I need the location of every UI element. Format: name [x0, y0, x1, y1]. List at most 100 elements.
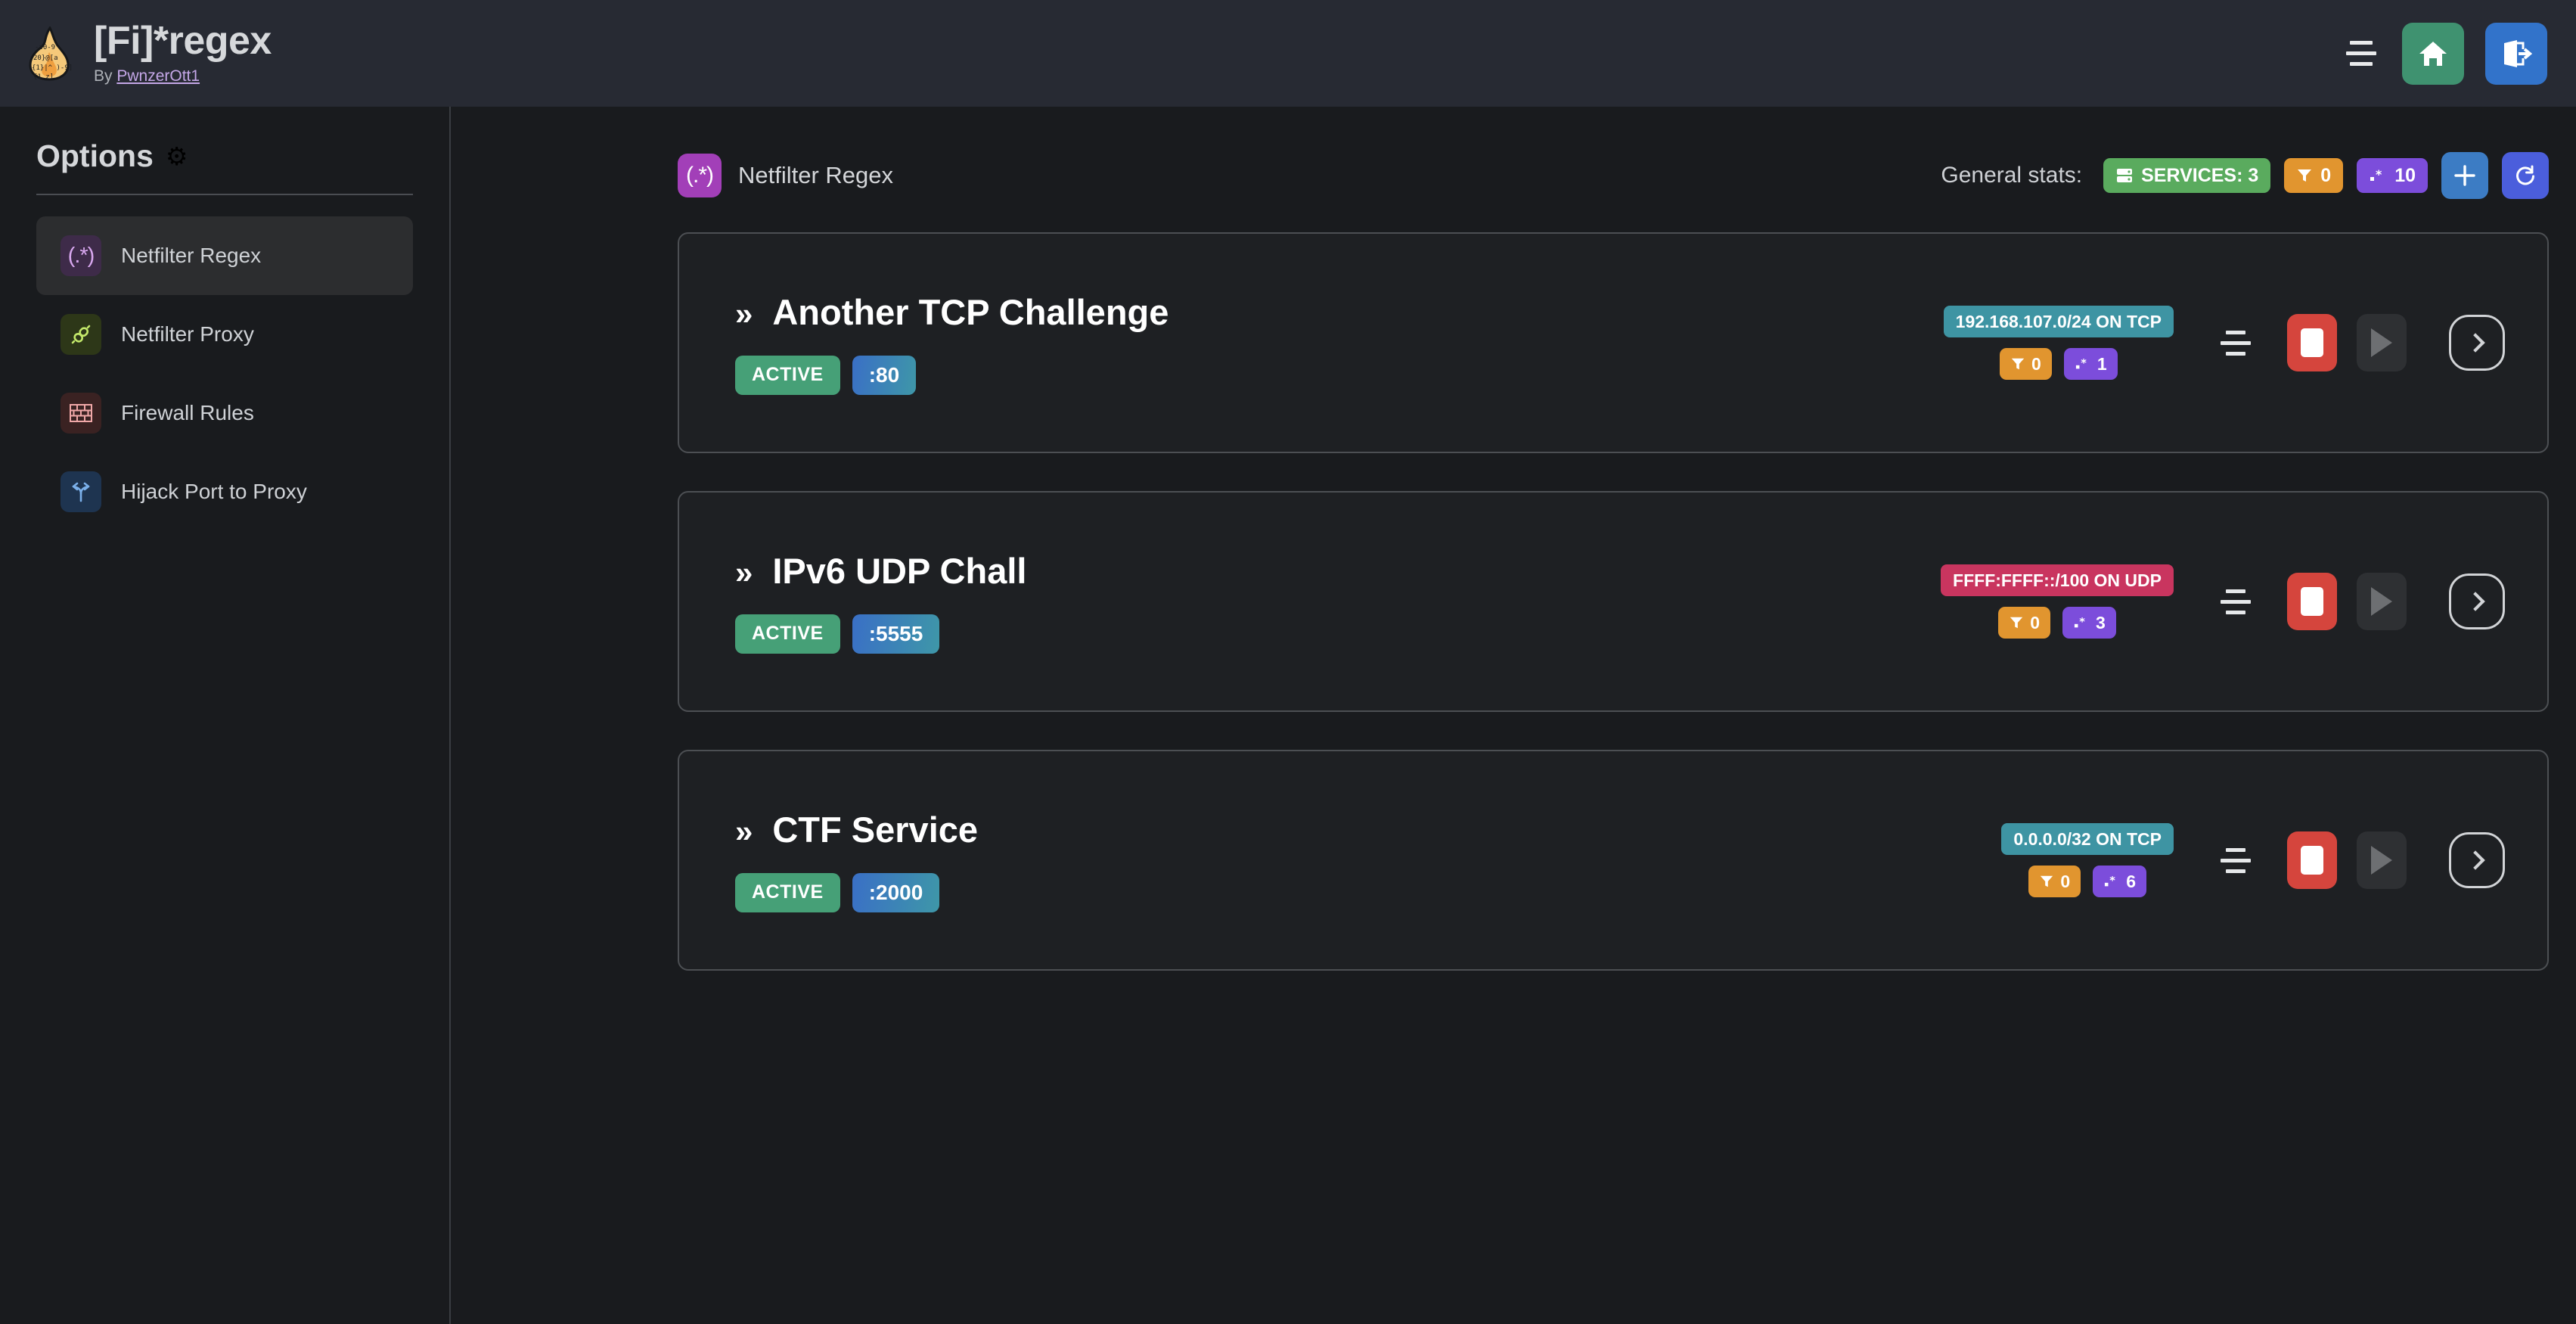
network-badge: 192.168.107.0/24 ON TCP — [1943, 306, 2174, 337]
add-service-button[interactable] — [2441, 152, 2488, 199]
service-controls: FFFF:FFFF::/100 ON UDP 0 * 3 — [1941, 564, 2547, 639]
network-sub-badges: 0 * 6 — [2028, 866, 2146, 897]
logout-button[interactable] — [2485, 22, 2547, 85]
port-badge: :2000 — [852, 872, 940, 912]
by-prefix: By — [94, 67, 117, 85]
status-badge: ACTIVE — [735, 355, 840, 395]
author-link[interactable]: PwnzerOtt1 — [116, 67, 200, 85]
hamburger-menu-icon[interactable] — [2342, 39, 2381, 69]
play-button[interactable] — [2357, 314, 2407, 371]
svg-text:20}@[a: 20}@[a — [33, 54, 58, 62]
service-network-info: FFFF:FFFF::/100 ON UDP 0 * 3 — [1941, 564, 2174, 639]
sidebar-item-netfilter-proxy[interactable]: Netfilter Proxy — [36, 295, 413, 374]
stop-icon — [2301, 587, 2323, 616]
general-stats-label: General stats: — [1941, 163, 2083, 188]
regex-badge: * 10 — [2357, 158, 2428, 193]
service-controls: 0.0.0.0/32 ON TCP 0 * 6 — [2001, 823, 2547, 897]
service-info: » IPv6 UDP Chall ACTIVE :5555 — [679, 550, 1026, 654]
funnel-icon — [2010, 356, 2025, 371]
expand-button[interactable] — [2449, 573, 2505, 629]
sidebar-title: Options — [36, 138, 154, 173]
service-network-info: 0.0.0.0/32 ON TCP 0 * 6 — [2001, 823, 2174, 897]
stop-button[interactable] — [2287, 573, 2337, 630]
general-stats: General stats: SERVICES: 3 — [1941, 152, 2549, 199]
service-list: » Another TCP Challenge ACTIVE :80 192.1… — [452, 232, 2576, 971]
play-icon — [2371, 587, 2392, 616]
service-title-row: » CTF Service — [735, 809, 978, 850]
fork-arrow-icon — [61, 471, 101, 512]
expand-button[interactable] — [2449, 315, 2505, 371]
main-content: (.*) Netfilter Regex General stats: SERV… — [452, 107, 2576, 1324]
brand-text: [Fi]*regex By PwnzerOtt1 — [94, 21, 272, 85]
service-regex-count: 1 — [2096, 353, 2107, 374]
status-badge: ACTIVE — [735, 872, 840, 912]
filters-badge: 0 — [2284, 158, 2344, 193]
sidebar-item-label: Hijack Port to Proxy — [121, 480, 307, 503]
regex-glyph: (.*) — [67, 243, 95, 268]
regex-icon: (.*) — [678, 154, 722, 197]
regex-glyph: (.*) — [686, 163, 714, 188]
app-title: [Fi]*regex — [94, 19, 272, 63]
regex-dot-star-icon: * — [2369, 167, 2387, 184]
stop-button[interactable] — [2287, 314, 2337, 371]
svg-text:-z0-9: -z0-9 — [35, 44, 55, 51]
stop-icon — [2301, 328, 2323, 357]
service-regex-badge: * 6 — [2093, 866, 2146, 897]
service-controls: 192.168.107.0/24 ON TCP 0 * 1 — [1943, 306, 2547, 380]
home-icon — [2418, 39, 2448, 68]
service-card[interactable]: » CTF Service ACTIVE :2000 0.0.0.0/32 ON… — [678, 750, 2549, 971]
play-icon — [2371, 846, 2392, 875]
svg-text:{1}|^ )-9]: {1}|^ )-9] — [32, 64, 73, 72]
service-filters-count: 0 — [2031, 353, 2041, 374]
service-filters-count: 0 — [2030, 612, 2040, 632]
svg-text:*: * — [2079, 617, 2085, 629]
service-badges: ACTIVE :5555 — [735, 614, 1026, 654]
svg-text:{1 z]: {1 z] — [33, 73, 54, 81]
refresh-icon — [2514, 164, 2537, 187]
service-filters-badge: 0 — [2000, 348, 2052, 380]
service-name: CTF Service — [772, 809, 979, 850]
options-lines-icon[interactable] — [2221, 585, 2261, 618]
service-filters-badge: 0 — [1998, 607, 2050, 639]
regex-badge-text: 10 — [2394, 164, 2416, 186]
services-badge: SERVICES: 3 — [2103, 158, 2271, 193]
home-button[interactable] — [2402, 22, 2464, 85]
service-card[interactable]: » Another TCP Challenge ACTIVE :80 192.1… — [678, 232, 2549, 453]
service-badges: ACTIVE :80 — [735, 355, 1169, 395]
play-button[interactable] — [2357, 831, 2407, 889]
stop-button[interactable] — [2287, 831, 2337, 889]
sidebar-nav: (.*) Netfilter Regex Netfilter Proxy — [0, 216, 449, 531]
regex-dot-star-icon: * — [2103, 874, 2120, 889]
gear-icon[interactable]: ⚙ — [165, 142, 188, 170]
plug-icon — [61, 314, 101, 355]
brand: -z0-9 20}@[a {1}|^ )-9] {1 z] [Fi]*regex… — [24, 21, 272, 85]
options-lines-icon[interactable] — [2221, 844, 2261, 877]
logout-icon — [2500, 39, 2532, 69]
service-name: Another TCP Challenge — [772, 291, 1169, 332]
service-card[interactable]: » IPv6 UDP Chall ACTIVE :5555 FFFF:FFFF:… — [678, 491, 2549, 712]
brick-wall-icon — [61, 393, 101, 434]
service-regex-count: 3 — [2096, 612, 2106, 632]
expand-button[interactable] — [2449, 832, 2505, 888]
funnel-icon — [2009, 615, 2024, 630]
service-badges: ACTIVE :2000 — [735, 872, 978, 912]
funnel-icon — [2039, 874, 2054, 889]
app-byline: By PwnzerOtt1 — [94, 67, 272, 85]
svg-text:*: * — [2376, 167, 2382, 182]
play-icon — [2371, 328, 2392, 357]
options-lines-icon[interactable] — [2221, 326, 2261, 359]
sidebar-item-netfilter-regex[interactable]: (.*) Netfilter Regex — [36, 216, 413, 295]
sidebar: Options ⚙ (.*) Netfilter Regex Netfilter… — [0, 107, 451, 1324]
header-actions — [2342, 22, 2547, 85]
chevron-right-icon — [2466, 333, 2485, 353]
play-button[interactable] — [2357, 573, 2407, 630]
sidebar-item-label: Netfilter Proxy — [121, 322, 254, 346]
refresh-button[interactable] — [2502, 152, 2549, 199]
double-chevron-icon: » — [735, 554, 753, 590]
service-info: » Another TCP Challenge ACTIVE :80 — [679, 291, 1169, 395]
sidebar-item-label: Netfilter Regex — [121, 244, 262, 267]
sidebar-item-firewall-rules[interactable]: Firewall Rules — [36, 374, 413, 452]
sidebar-item-hijack-port-to-proxy[interactable]: Hijack Port to Proxy — [36, 452, 413, 531]
network-badge: 0.0.0.0/32 ON TCP — [2001, 823, 2174, 855]
network-sub-badges: 0 * 3 — [1998, 607, 2116, 639]
